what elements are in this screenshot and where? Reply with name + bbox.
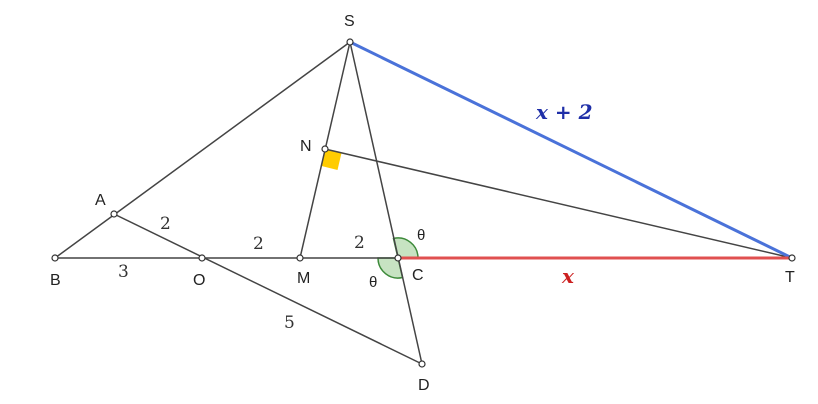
vertex-o	[198, 254, 206, 262]
angle-label-c-lower: θ	[369, 274, 377, 291]
segment-sd	[349, 41, 423, 365]
length-mc: 2	[354, 233, 365, 253]
right-angle-marker-n	[321, 149, 342, 170]
vertex-t	[788, 254, 796, 262]
label-m: M	[297, 270, 310, 287]
vertex-n	[321, 145, 329, 153]
vertex-m	[296, 254, 304, 262]
length-ct: x	[561, 264, 575, 288]
length-st: x + 2	[535, 100, 593, 124]
vertex-b	[51, 254, 59, 262]
angle-marker-c-lower	[377, 257, 404, 279]
angle-label-c-upper: θ	[417, 227, 425, 244]
length-om: 2	[253, 234, 264, 254]
label-b: B	[50, 272, 61, 289]
vertex-s	[346, 38, 354, 46]
segment-nt	[324, 148, 793, 259]
segment-ad	[113, 213, 423, 365]
label-n: N	[300, 138, 312, 155]
label-c: C	[412, 267, 424, 284]
label-o: O	[193, 272, 205, 289]
length-bo: 3	[118, 262, 129, 282]
segment-st	[349, 40, 793, 260]
label-t: T	[785, 269, 795, 286]
vertex-c	[394, 254, 402, 262]
label-a: A	[95, 192, 106, 209]
length-od: 5	[284, 313, 295, 333]
vertex-a	[110, 210, 118, 218]
label-s: S	[344, 13, 355, 30]
vertex-d	[418, 360, 426, 368]
label-d: D	[418, 377, 430, 394]
segment-bs	[54, 41, 351, 259]
length-ao: 2	[160, 214, 171, 234]
